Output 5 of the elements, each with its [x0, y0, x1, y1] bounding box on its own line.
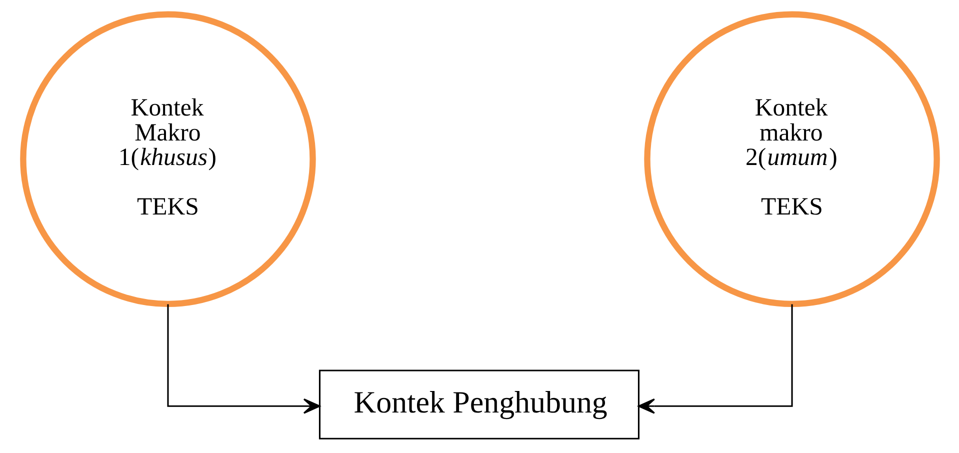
node-circle: Kontek Makro 1(khusus) TEKS: [20, 11, 316, 308]
arrow: [638, 304, 792, 414]
arrow: [166, 304, 320, 414]
node-circle: Kontek makro 2(umum) TEKS: [644, 11, 940, 308]
node-box: Kontek Penghubung: [318, 370, 639, 440]
